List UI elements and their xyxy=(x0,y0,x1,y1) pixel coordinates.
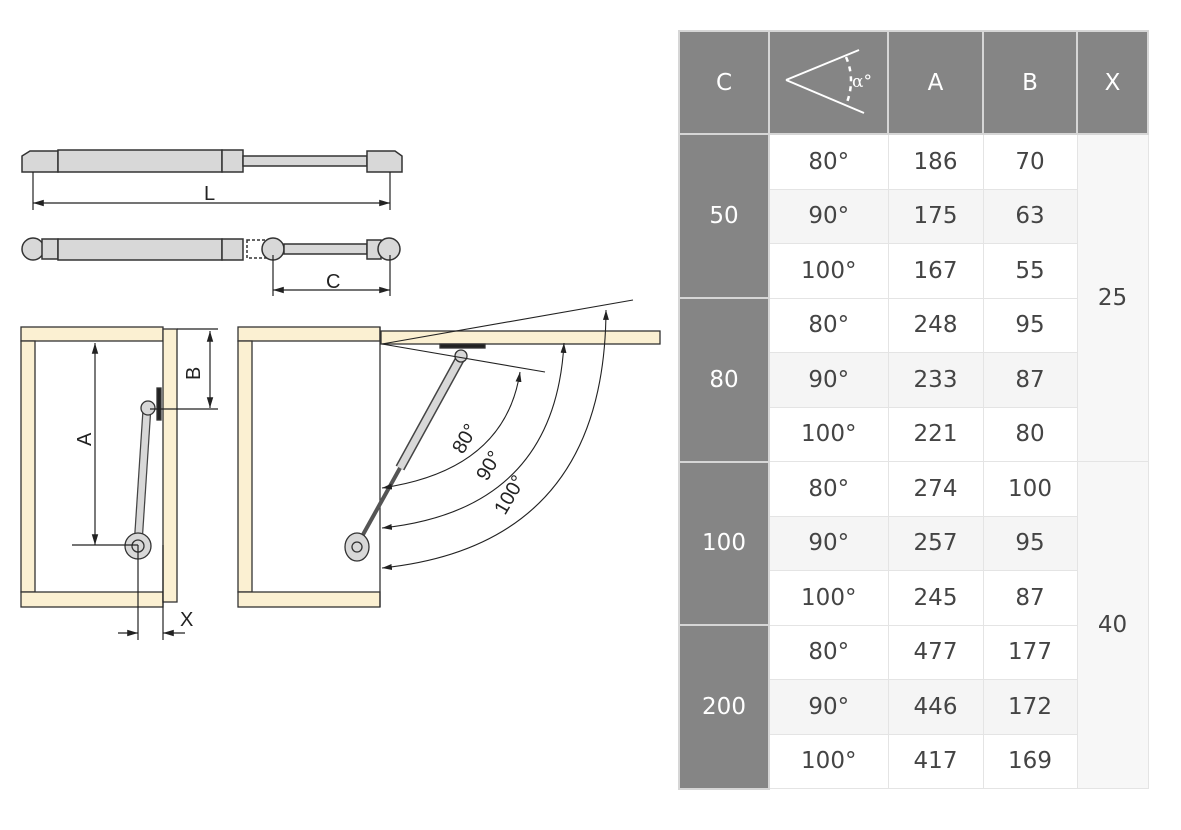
gas-spring-closed xyxy=(21,149,403,173)
a-cell: 175 xyxy=(887,188,984,244)
angle-cell: 90° xyxy=(768,188,889,244)
table-header-row: C α° A B X xyxy=(678,30,1149,135)
label-L: L xyxy=(204,183,215,205)
c-value-cell: 200 xyxy=(678,624,770,790)
header-x: X xyxy=(1076,30,1149,135)
a-cell: 233 xyxy=(887,352,984,408)
c-value-cell: 50 xyxy=(678,133,770,299)
c-value-cell: 80 xyxy=(678,297,770,463)
a-cell: 274 xyxy=(887,461,984,517)
angle-icon: α° xyxy=(785,48,872,114)
label-A: A xyxy=(74,432,96,446)
b-cell: 95 xyxy=(982,297,1078,353)
b-cell: 87 xyxy=(982,352,1078,408)
a-cell: 446 xyxy=(887,679,984,735)
a-cell: 186 xyxy=(887,133,984,190)
angle-cell: 90° xyxy=(768,679,889,735)
b-cell: 172 xyxy=(982,679,1078,735)
b-cell: 70 xyxy=(982,133,1078,190)
a-cell: 245 xyxy=(887,570,984,626)
gas-spring-diagram: L C A B X xyxy=(20,149,661,640)
angle-cell: 100° xyxy=(768,570,889,626)
header-angle: α° xyxy=(768,30,889,135)
angle-cell: 80° xyxy=(768,133,889,190)
label-80: 80° xyxy=(448,420,482,457)
a-cell: 167 xyxy=(887,243,984,299)
b-cell: 80 xyxy=(982,406,1078,462)
header-angle-label: α° xyxy=(852,72,872,92)
arc-100 xyxy=(381,309,609,570)
b-cell: 177 xyxy=(982,624,1078,680)
cabinet-closed xyxy=(20,326,178,608)
angle-cell: 80° xyxy=(768,624,889,680)
a-cell: 477 xyxy=(887,624,984,680)
angle-cell: 90° xyxy=(768,352,889,408)
mechanism-closed xyxy=(124,387,162,560)
x-value-cell: 25 xyxy=(1076,133,1149,462)
label-B: B xyxy=(183,367,205,380)
header-b: B xyxy=(982,30,1078,135)
angle-cell: 90° xyxy=(768,515,889,571)
angle-cell: 80° xyxy=(768,461,889,517)
gas-spring-open xyxy=(21,237,401,261)
label-C: C xyxy=(326,271,340,293)
b-cell: 63 xyxy=(982,188,1078,244)
angle-cell: 100° xyxy=(768,733,889,789)
a-cell: 248 xyxy=(887,297,984,353)
c-value-cell: 100 xyxy=(678,460,770,626)
a-cell: 221 xyxy=(887,406,984,462)
a-cell: 417 xyxy=(887,733,984,789)
header-a: A xyxy=(887,30,984,135)
b-cell: 100 xyxy=(982,461,1078,517)
angle-cell: 80° xyxy=(768,297,889,353)
a-cell: 257 xyxy=(887,515,984,571)
b-cell: 95 xyxy=(982,515,1078,571)
x-value-cell: 40 xyxy=(1076,461,1149,789)
angle-cell: 100° xyxy=(768,406,889,462)
label-90: 90° xyxy=(472,447,506,484)
label-100: 100° xyxy=(490,472,530,519)
b-cell: 55 xyxy=(982,243,1078,299)
header-c: C xyxy=(678,30,770,135)
angle-cell: 100° xyxy=(768,243,889,299)
b-cell: 169 xyxy=(982,733,1078,789)
b-cell: 87 xyxy=(982,570,1078,626)
label-X: X xyxy=(180,609,193,631)
